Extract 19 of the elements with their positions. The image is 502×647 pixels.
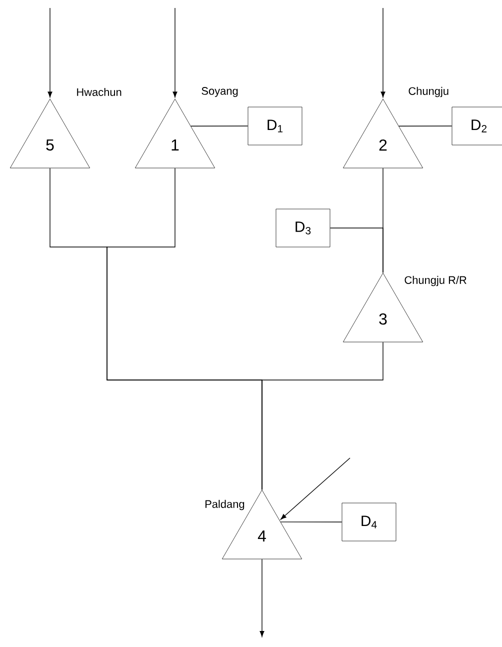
connector-line xyxy=(382,168,384,273)
demand-box: D$_{2}$ xyxy=(452,106,502,146)
arrow xyxy=(48,8,52,98)
arrow xyxy=(280,458,350,520)
reservoir-name: Chungju xyxy=(408,86,448,98)
reservoir-name: Soyang xyxy=(202,87,238,97)
reservoir-name: Chungju R/R xyxy=(404,276,466,286)
connector-line xyxy=(262,342,384,490)
reservoir-name: Paldang xyxy=(206,500,244,510)
demand-box: D$_{4}$ xyxy=(342,502,396,542)
reservoir-triangle: 5 xyxy=(10,98,90,168)
demand-box: D$_{1}$ xyxy=(248,106,302,146)
reservoir-triangle: 2 xyxy=(342,98,424,168)
reservoir-name: Hwachun xyxy=(77,88,122,96)
reservoir-triangle: 1 xyxy=(134,98,216,168)
demand-box: D$_{3}$ xyxy=(276,208,330,248)
arrow xyxy=(172,8,178,98)
arrow xyxy=(260,558,264,637)
arrow xyxy=(380,8,386,98)
